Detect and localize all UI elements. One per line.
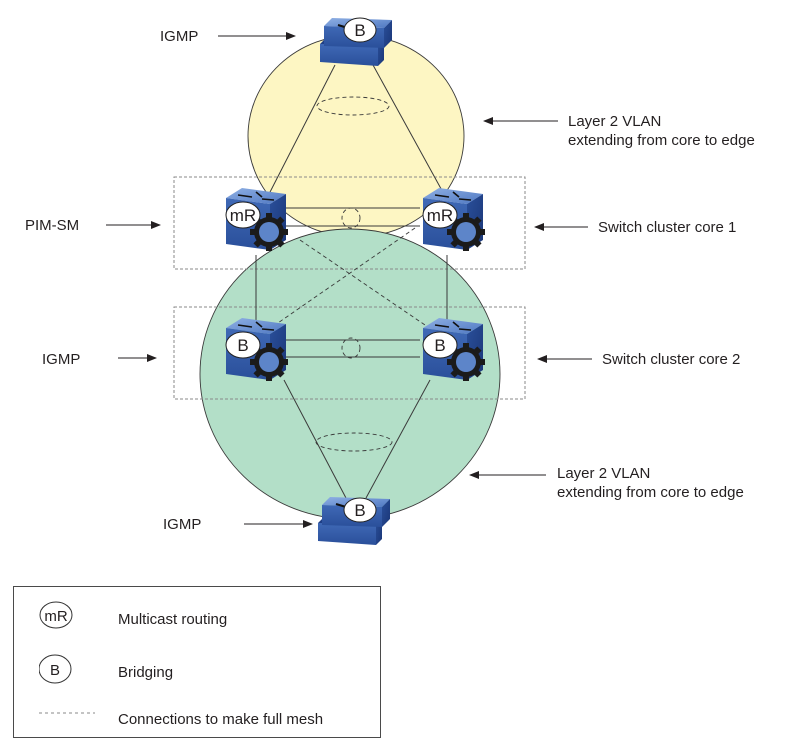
label-igmp-bottom: IGMP	[163, 516, 201, 533]
legend-label: Multicast routing	[118, 611, 228, 628]
label-vlan-top-line2: extending from core to edge	[568, 132, 755, 149]
bridging-badge-icon	[343, 17, 377, 43]
legend-item-multicast-routing: mR Multicast routing	[14, 601, 380, 631]
badge-label: B	[354, 501, 365, 520]
multicast-routing-badge-icon	[225, 201, 261, 229]
legend-item-bridging: B Bridging	[14, 654, 380, 684]
bridging-badge-icon	[343, 497, 377, 523]
legend: mR Multicast routing B Bridging Connecti…	[13, 586, 381, 738]
legend-symbol: mR	[44, 608, 67, 625]
routing-switch-core1-left[interactable]: mR	[225, 188, 288, 251]
link-edge-top-core1-right	[372, 64, 446, 197]
link-core2-left-edge-bottom	[283, 379, 347, 499]
legend-symbol: B	[50, 662, 60, 679]
mesh-link-core1-right-core2-left	[274, 227, 416, 326]
edge-switch-bottom[interactable]: B	[318, 497, 390, 545]
links	[255, 64, 448, 499]
dashed-line-icon	[39, 712, 95, 714]
label-igmp-top: IGMP	[160, 28, 198, 45]
routing-switch-core2-left[interactable]: B	[225, 318, 288, 381]
badge-label: B	[434, 336, 445, 355]
routing-switch-core2-right[interactable]: B	[422, 318, 485, 381]
label-vlan-bottom-line2: extending from core to edge	[557, 484, 744, 501]
switch-cluster-core-1-box	[173, 176, 526, 270]
label-switch-cluster-core-2: Switch cluster core 2	[602, 351, 740, 368]
link-core2-right-edge-bottom	[365, 379, 431, 499]
arrows-icon	[434, 191, 472, 201]
legend-item-full-mesh: Connections to make full mesh	[14, 705, 380, 735]
multicast-routing-badge-icon: mR	[39, 601, 73, 629]
legend-label: Bridging	[118, 664, 174, 681]
ist-core2-indicator	[341, 337, 361, 359]
label-vlan-top-line1: Layer 2 VLAN	[568, 113, 661, 130]
mlt-bottom-indicator	[315, 432, 393, 452]
badge-label: B	[237, 336, 248, 355]
full-mesh-connections	[274, 96, 426, 452]
label-switch-cluster-core-1: Switch cluster core 1	[598, 219, 736, 236]
arrows-icon	[434, 321, 472, 331]
legend-label: Connections to make full mesh	[118, 711, 324, 728]
label-pim-sm: PIM-SM	[25, 217, 79, 234]
multicast-routing-badge-icon	[422, 201, 458, 229]
bridging-badge-icon	[225, 331, 261, 359]
badge-label: mR	[427, 206, 453, 225]
bridging-badge-icon	[422, 331, 458, 359]
mlt-top-indicator	[316, 96, 390, 116]
label-igmp-mid: IGMP	[42, 351, 80, 368]
switch-cluster-core-2-box	[173, 306, 526, 400]
edge-switch-top[interactable]: B	[320, 17, 392, 66]
bridging-badge-icon: B	[39, 654, 72, 684]
link-edge-top-core1-left	[267, 64, 336, 197]
arrows-icon	[237, 191, 275, 201]
label-vlan-bottom-line1: Layer 2 VLAN	[557, 465, 650, 482]
arrows-icon	[237, 321, 275, 331]
ist-core1-indicator	[341, 207, 361, 229]
badge-label: mR	[230, 206, 256, 225]
routing-switch-core1-right[interactable]: mR	[422, 188, 485, 251]
badge-label: B	[354, 21, 365, 40]
